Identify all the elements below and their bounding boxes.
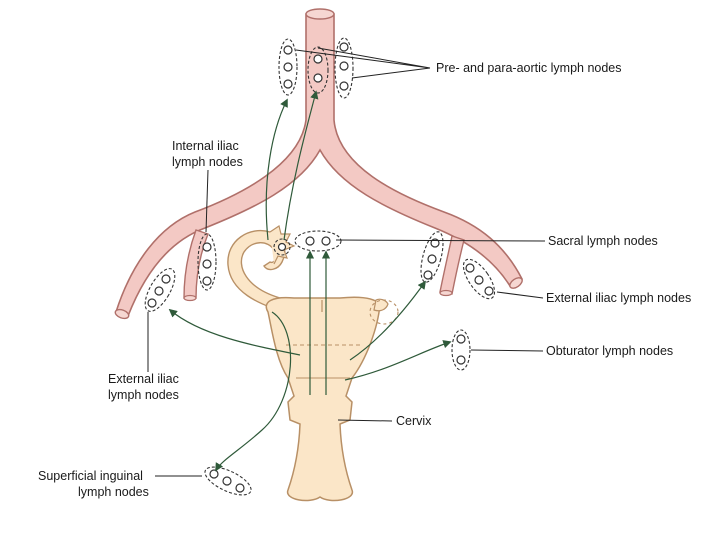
leader-lines [147,47,546,477]
arrow-to-left-external-iliac [168,308,301,356]
sacral-nodes [294,230,342,252]
arrow-to-inguinal [215,311,292,472]
label-external-iliac-right: External iliac lymph nodes [546,291,691,305]
aorta-top-opening [305,8,335,20]
label-cervix: Cervix [396,414,432,428]
label-internal-iliac-2: lymph nodes [172,155,243,169]
uterus [265,296,381,502]
label-internal-iliac-1: Internal iliac [172,139,239,153]
label-sacral: Sacral lymph nodes [548,234,658,248]
preaortic-nodes-center [307,46,329,94]
preaortic-nodes-left [278,38,298,96]
arrow-to-obturator [344,340,452,381]
arrow-to-left-aortic [265,98,288,241]
right-external-iliac-nodes [462,258,496,300]
arrow-to-right-iliac [349,280,426,361]
right-ovary [369,299,399,325]
label-obturator: Obturator lymph nodes [546,344,673,358]
right-tube-stub [373,298,389,312]
obturator-nodes [451,329,471,371]
left-artery-end [114,308,130,320]
label-external-iliac-left-1: External iliac [108,372,179,386]
right-iliac-nodes [420,231,444,283]
right-internal-iliac-artery [439,235,465,295]
arrow-to-center-aortic [283,90,319,241]
label-preaortic: Pre- and para-aortic lymph nodes [436,61,622,75]
paraaortic-nodes-right [334,37,354,99]
left-external-iliac-nodes [144,268,176,312]
left-internal-iliac-end [183,294,197,302]
superficial-inguinal-nodes [204,466,252,496]
internal-iliac-nodes [197,233,217,291]
label-external-iliac-left-2: lymph nodes [108,388,179,402]
fimbrial-node [273,238,291,256]
drainage-arrows [168,90,452,472]
right-artery-end [509,277,523,289]
right-internal-iliac-end [439,289,453,297]
label-superficial-inguinal-2: lymph nodes [78,485,149,499]
label-superficial-inguinal-1: Superficial inguinal [38,469,143,483]
